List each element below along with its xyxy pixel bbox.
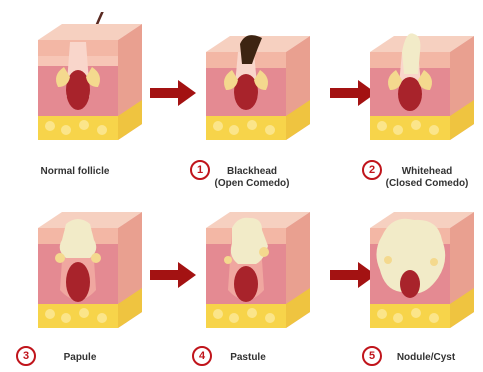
stage-label: Nodule/Cyst [397, 352, 455, 363]
label-papule: Papule [50, 352, 110, 364]
arrow-3 [150, 262, 196, 288]
label-pastule: Pastule [218, 352, 278, 364]
stage-label: Normal follicle [41, 166, 110, 177]
label-whitehead: Whitehead (Closed Comedo) [382, 166, 472, 190]
step-number-4: 4 [192, 346, 212, 366]
stage-label: Pastule [230, 352, 266, 363]
panel-whitehead [362, 12, 482, 152]
panel-papule [30, 200, 150, 340]
label-nodule-cyst: Nodule/Cyst [384, 352, 468, 364]
stage-label: Papule [64, 352, 97, 363]
step-number-3: 3 [16, 346, 36, 366]
label-normal-follicle: Normal follicle [30, 166, 120, 178]
panel-nodule-cyst [362, 200, 482, 340]
stage-sublabel: (Closed Comedo) [382, 178, 472, 190]
label-blackhead: Blackhead (Open Comedo) [212, 166, 292, 190]
panel-normal-follicle [30, 12, 150, 152]
stage-label: Whitehead [382, 166, 472, 178]
stage-label: Blackhead [212, 166, 292, 178]
panel-blackhead [198, 12, 318, 152]
panel-pastule [198, 200, 318, 340]
step-number-5: 5 [362, 346, 382, 366]
step-number-2: 2 [362, 160, 382, 180]
step-number-1: 1 [190, 160, 210, 180]
stage-sublabel: (Open Comedo) [212, 178, 292, 190]
arrow-1 [150, 80, 196, 106]
